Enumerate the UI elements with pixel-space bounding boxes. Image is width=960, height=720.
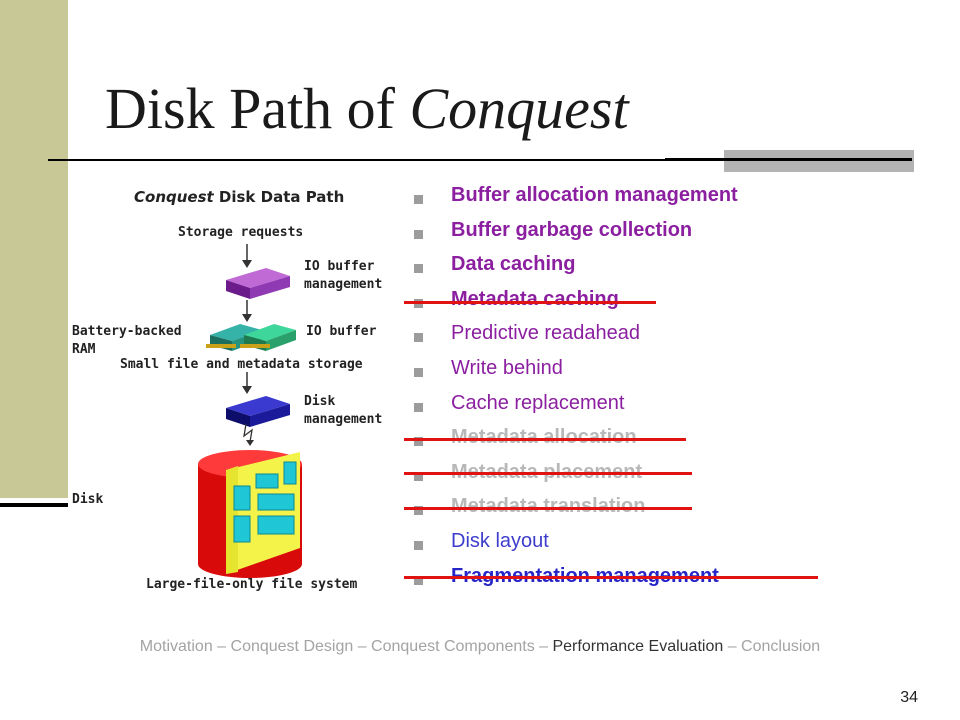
disk-path-diagram: [198, 244, 302, 578]
bullet-square-icon: [414, 195, 423, 204]
list-item: Metadata allocation: [414, 422, 934, 457]
diagram-title: Conquest Disk Data Path: [134, 188, 344, 206]
arrow-down-2: [242, 300, 252, 322]
disk-management-block: [226, 396, 290, 427]
slide-title-plain: Disk Path of: [105, 76, 410, 141]
bullet-square-icon: [414, 367, 423, 377]
label-disk: Disk: [72, 492, 104, 507]
left-accent-bar: [0, 0, 68, 498]
disk-cylinder: [198, 450, 302, 578]
io-buffer-management-block: [226, 268, 290, 299]
list-item: Disk layout: [414, 526, 934, 561]
footer-highlight: Performance Evaluation: [552, 638, 724, 655]
bullet-square-icon: [414, 506, 423, 516]
bullet-text: Metadata placement: [451, 461, 642, 484]
slide-title: Disk Path of Conquest: [105, 80, 629, 138]
footer-navigation: Motivation – Conquest Design – Conquest …: [0, 638, 960, 656]
bullet-square-icon: [414, 471, 423, 481]
list-item: Fragmentation management: [414, 561, 934, 596]
diagram-title-italic: Conquest: [134, 188, 214, 206]
label-battery-backed-line1: Battery-backed: [72, 324, 182, 339]
title-rule: [48, 159, 912, 161]
bullet-square-icon: [414, 437, 423, 447]
list-item: Write behind: [414, 353, 934, 388]
list-item: Predictive readahead: [414, 318, 934, 353]
title-accent-block: [724, 150, 914, 172]
list-item: Cache replacement: [414, 388, 934, 423]
strikethrough-metadata-placement: [404, 472, 692, 475]
list-item: Metadata placement: [414, 457, 934, 492]
list-item: Buffer garbage collection: [414, 215, 934, 250]
bullet-square-icon: [414, 402, 423, 412]
bullet-text: Fragmentation management: [451, 565, 719, 588]
title-rule-thick: [665, 158, 912, 161]
left-accent-tick: [0, 503, 68, 507]
bullet-square-icon: [414, 229, 423, 239]
footer-part1: Motivation – Conquest Design – Conquest …: [139, 638, 553, 655]
bullet-square-icon: [414, 333, 423, 343]
bullet-text: Cache replacement: [451, 391, 625, 414]
list-item: Data caching: [414, 249, 934, 284]
label-io-buffer-management-line1: IO buffer: [304, 259, 375, 274]
label-large-file-system: Large-file-only file system: [146, 577, 358, 592]
bullet-text: Buffer garbage collection: [451, 218, 693, 241]
bullet-text: Metadata allocation: [451, 426, 637, 449]
strikethrough-metadata-allocation: [404, 438, 686, 441]
arrow-down-3: [242, 372, 252, 394]
bullet-text: Disk layout: [451, 529, 549, 552]
bullet-square-icon: [414, 575, 423, 585]
arrow-down-1: [242, 244, 252, 268]
bullet-text: Predictive readahead: [451, 322, 641, 345]
bullet-text: Write behind: [451, 356, 563, 379]
label-io-buffer-management-line2: management: [304, 277, 383, 292]
label-disk-management-line2: management: [304, 412, 383, 427]
label-disk-management-line1: Disk: [304, 394, 336, 409]
page-number: 34: [900, 689, 918, 706]
list-item: Buffer allocation management: [414, 180, 934, 215]
slide-title-italic: Conquest: [409, 76, 629, 141]
list-item: Metadata translation: [414, 491, 934, 526]
bullet-text: Data caching: [451, 253, 576, 276]
battery-backed-ram: [206, 324, 296, 351]
strikethrough-metadata-caching: [404, 301, 656, 304]
strikethrough-metadata-translation: [404, 507, 692, 510]
bullet-list: Buffer allocation management Buffer garb…: [414, 180, 934, 595]
label-battery-backed-line2: RAM: [72, 342, 96, 357]
bullet-square-icon: [414, 540, 423, 550]
link-zigzag: [243, 423, 253, 443]
label-storage-requests: Storage requests: [178, 225, 304, 240]
bullet-square-icon: [414, 264, 423, 274]
bullet-text: Metadata translation: [451, 495, 645, 518]
bullet-text: Buffer allocation management: [451, 184, 738, 206]
bullet-text: Metadata caching: [451, 287, 619, 310]
footer-part2: – Conclusion: [723, 638, 821, 655]
label-small-file-storage: Small file and metadata storage: [120, 357, 363, 372]
label-io-buffer: IO buffer: [306, 324, 377, 339]
diagram-title-rest: Disk Data Path: [213, 188, 345, 206]
strikethrough-fragmentation: [404, 576, 818, 579]
